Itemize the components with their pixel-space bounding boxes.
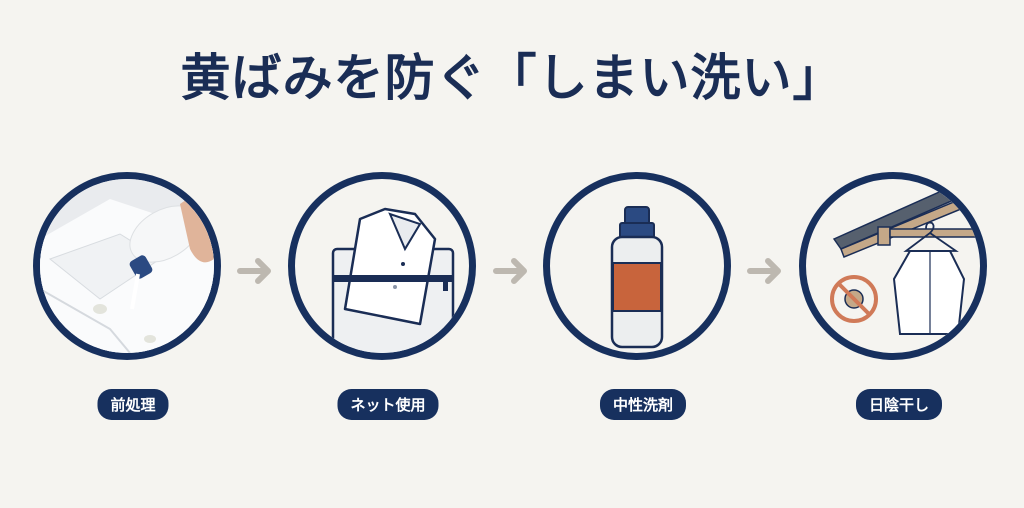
laundry-net-icon (331, 207, 455, 353)
step-label: 前処理 (97, 389, 169, 420)
detergent-bottle-icon (610, 206, 664, 349)
step-circle (799, 172, 987, 360)
step-shade-dry: 日陰干し (799, 172, 999, 420)
step-label: 日陰干し (855, 389, 943, 420)
arrow-icon (746, 256, 786, 290)
arrow-icon (236, 256, 276, 290)
step-detergent: 中性洗剤 (543, 172, 743, 420)
shade-drying-icon (830, 188, 980, 335)
step-circle (288, 172, 476, 360)
page-title: 黄ばみを防ぐ「しまい洗い」 (180, 49, 844, 107)
step-label: 中性洗剤 (599, 389, 687, 420)
step-pretreatment: 前処理 (33, 172, 233, 420)
pretreatment-icon (40, 179, 214, 353)
step-net: ネット使用 (288, 172, 488, 420)
step-circle (33, 172, 221, 360)
step-label: ネット使用 (337, 389, 439, 420)
arrow-icon (492, 256, 532, 290)
step-circle (543, 172, 731, 360)
